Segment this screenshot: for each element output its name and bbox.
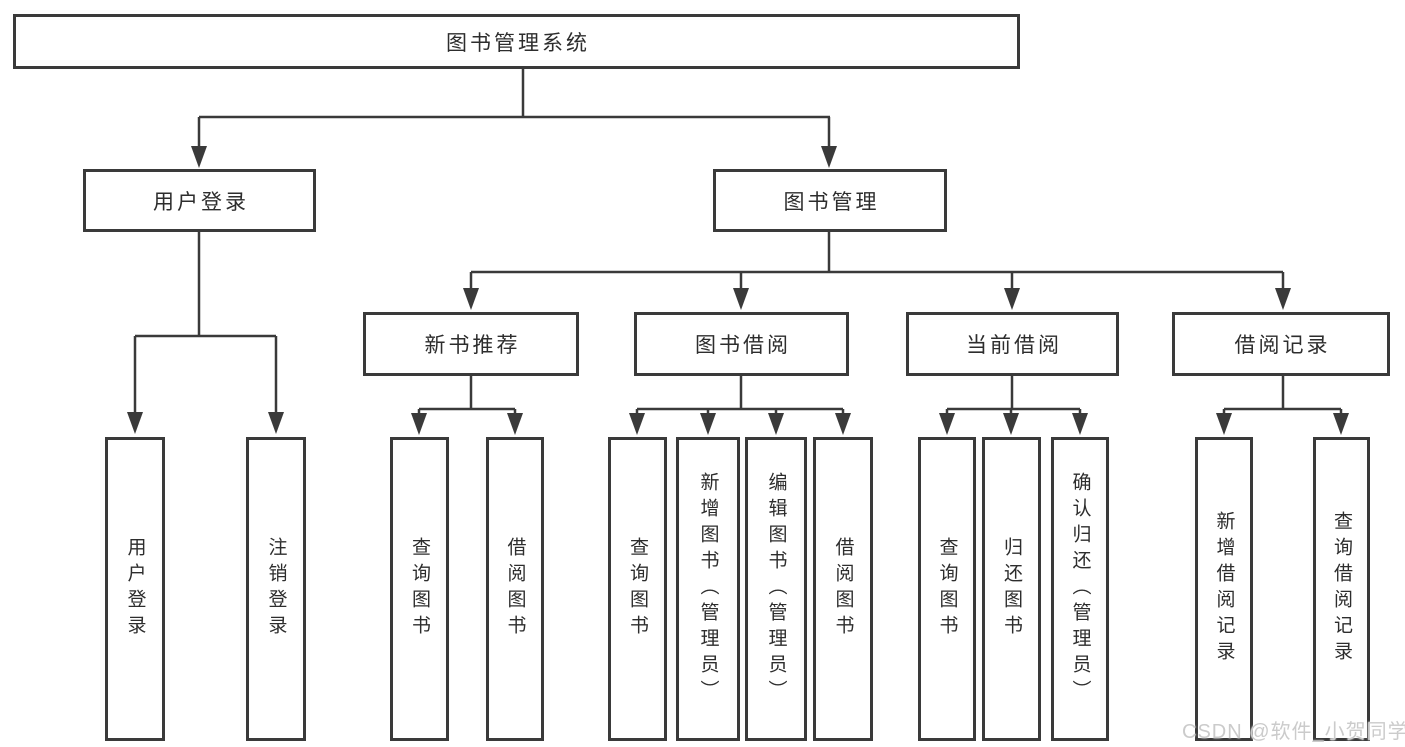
node-leaf-br-query-record-label: 查询借阅记录	[1331, 511, 1352, 667]
node-borrow-records: 借阅记录	[1172, 312, 1390, 376]
node-leaf-cb-query-books: 查询图书	[918, 437, 976, 741]
connector-current-borrow-children	[939, 376, 1088, 435]
node-leaf-br-add-record: 新增借阅记录	[1195, 437, 1253, 741]
node-leaf-bb-borrow-books-label: 借阅图书	[832, 537, 854, 641]
node-leaf-cb-query-books-label: 查询图书	[936, 537, 958, 641]
node-leaf-bb-edit-books-admin: 编辑图书（管理员）	[745, 437, 807, 741]
node-leaf-br-query-record: 查询借阅记录	[1313, 437, 1370, 741]
connector-user-login-children	[127, 232, 284, 434]
node-library-management-system: 图书管理系统	[13, 14, 1020, 69]
connector-borrow-records-children	[1216, 376, 1349, 435]
node-book-management: 图书管理	[713, 169, 947, 232]
node-leaf-cb-confirm-return-admin-label: 确认归还（管理员）	[1069, 472, 1091, 706]
node-leaf-logout-label: 注销登录	[265, 537, 287, 641]
node-leaf-cb-return-books: 归还图书	[982, 437, 1041, 741]
node-leaf-nb-borrow-books: 借阅图书	[486, 437, 544, 741]
csdn-watermark: CSDN @软件_小贺同学	[1182, 721, 1405, 743]
connector-root-to-level2	[191, 69, 837, 168]
connector-book-borrow-children	[629, 376, 851, 435]
node-leaf-bb-query-books-label: 查询图书	[627, 537, 648, 641]
node-leaf-bb-query-books: 查询图书	[608, 437, 667, 741]
node-book-borrow: 图书借阅	[634, 312, 849, 376]
node-leaf-bb-borrow-books: 借阅图书	[813, 437, 873, 741]
node-leaf-user-login: 用户登录	[105, 437, 165, 741]
node-leaf-bb-add-books-admin-label: 新增图书（管理员）	[697, 472, 719, 706]
node-leaf-nb-query-books-label: 查询图书	[409, 537, 430, 641]
node-leaf-cb-confirm-return-admin: 确认归还（管理员）	[1051, 437, 1109, 741]
node-leaf-bb-add-books-admin: 新增图书（管理员）	[676, 437, 740, 741]
node-leaf-nb-borrow-books-label: 借阅图书	[504, 537, 526, 641]
node-leaf-bb-edit-books-admin-label: 编辑图书（管理员）	[765, 472, 787, 706]
node-leaf-br-add-record-label: 新增借阅记录	[1213, 511, 1235, 667]
node-user-login: 用户登录	[83, 169, 316, 232]
node-new-book-recommend: 新书推荐	[363, 312, 579, 376]
node-leaf-logout: 注销登录	[246, 437, 306, 741]
node-current-borrow: 当前借阅	[906, 312, 1119, 376]
node-leaf-nb-query-books: 查询图书	[390, 437, 449, 741]
connector-book-management-children	[463, 232, 1291, 310]
node-leaf-user-login-label: 用户登录	[124, 537, 146, 641]
connector-new-book-children	[411, 376, 523, 435]
node-leaf-cb-return-books-label: 归还图书	[1001, 537, 1022, 641]
